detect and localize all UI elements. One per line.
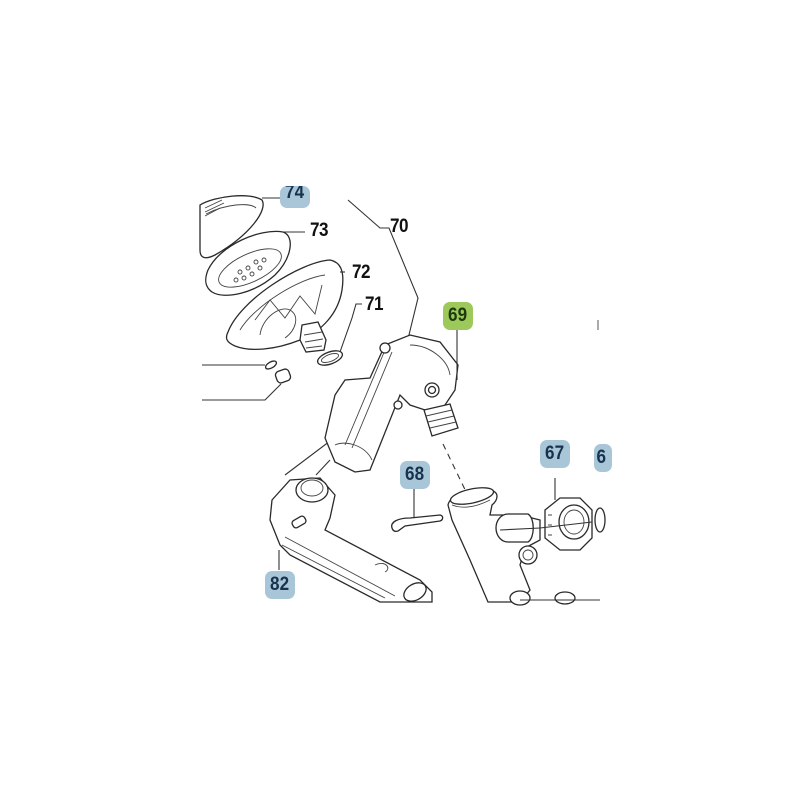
callout-label-72: 72 <box>352 262 371 283</box>
callout-label-70: 70 <box>390 216 409 237</box>
callout-label-73: 73 <box>310 220 329 241</box>
small-parts <box>202 360 292 401</box>
callout-badge-67: 67 <box>540 440 570 468</box>
part-82-tube <box>269 459 433 603</box>
callout-badge-66-partial: 6 <box>594 444 612 472</box>
part-71-oring <box>316 303 362 366</box>
part-74-cover <box>199 195 282 259</box>
callout-badge-82: 82 <box>265 571 295 599</box>
callout-label-71: 71 <box>365 294 384 315</box>
part-67-nut <box>539 478 606 551</box>
callout-badge-69: 69 <box>443 302 473 330</box>
part-69-elbow <box>324 330 459 473</box>
callout-badge-74: 74 <box>280 186 310 208</box>
part-68-clip <box>391 488 444 533</box>
part-fitting-right <box>447 487 576 606</box>
callout-badge-68: 68 <box>400 461 430 489</box>
part-73-filter <box>205 230 305 296</box>
part-72-housing <box>225 259 345 353</box>
